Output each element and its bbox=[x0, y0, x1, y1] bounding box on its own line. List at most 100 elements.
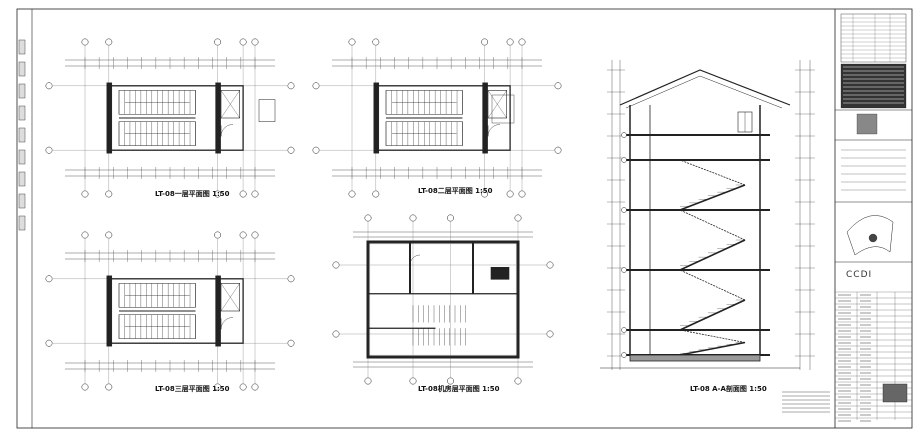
grid-bubble bbox=[447, 377, 454, 385]
grid-bubble bbox=[447, 214, 454, 222]
grid-bubble bbox=[506, 38, 514, 46]
level-marker bbox=[621, 132, 627, 138]
grid-bubble bbox=[251, 383, 259, 391]
grid-bubble bbox=[251, 190, 259, 198]
shaft-room bbox=[220, 283, 241, 312]
binding-strip-mark bbox=[18, 83, 26, 99]
equipment-block bbox=[490, 266, 510, 280]
grid-bubble bbox=[81, 231, 89, 239]
grid-bubble bbox=[105, 190, 113, 198]
stair-flight bbox=[679, 184, 746, 211]
foundation bbox=[629, 354, 761, 362]
shaft-room bbox=[220, 90, 241, 119]
stair-flight bbox=[679, 269, 746, 301]
grid-bubble bbox=[546, 330, 554, 338]
grid-bubble bbox=[105, 383, 113, 391]
binding-strip-mark bbox=[18, 149, 26, 165]
binding-strip-mark bbox=[18, 193, 26, 209]
door-swing bbox=[487, 124, 501, 137]
grid-bubble bbox=[518, 190, 526, 198]
stamp bbox=[856, 113, 878, 135]
grid-bubble bbox=[287, 339, 295, 347]
stair-flight bbox=[118, 314, 196, 339]
grid-bubble bbox=[372, 38, 380, 46]
stair-flight bbox=[679, 159, 746, 186]
binding-strip-mark bbox=[18, 215, 26, 231]
level-marker bbox=[621, 327, 627, 333]
stair-flight bbox=[385, 90, 463, 115]
grid-bubble bbox=[287, 82, 295, 90]
plan-title-floor-3: LT-08三层平面图 1:50 bbox=[155, 385, 230, 393]
grid-bubble bbox=[372, 190, 380, 198]
section-title: LT-08 A-A剖面图 1:50 bbox=[690, 385, 767, 393]
plan-title-floor-2: LT-08二层平面图 1:50 bbox=[418, 187, 493, 195]
level-marker bbox=[621, 267, 627, 273]
roof-line bbox=[619, 69, 791, 106]
door-swing bbox=[220, 124, 234, 137]
binding-strip-mark bbox=[18, 105, 26, 121]
stair-flight bbox=[118, 90, 196, 115]
signature-box bbox=[882, 383, 908, 403]
binding-strip-mark bbox=[18, 171, 26, 187]
grid-bubble bbox=[45, 275, 53, 283]
grid-bubble bbox=[518, 38, 526, 46]
grid-bubble bbox=[45, 82, 53, 90]
stair-flight bbox=[679, 209, 746, 241]
column bbox=[215, 82, 221, 154]
grid-bubble bbox=[81, 190, 89, 198]
grid-bubble bbox=[409, 214, 417, 222]
stair-flight bbox=[385, 121, 463, 146]
grid-bubble bbox=[81, 38, 89, 46]
grid-bubble bbox=[214, 383, 222, 391]
grid-bubble bbox=[214, 38, 222, 46]
grid-bubble bbox=[45, 339, 53, 347]
grid-bubble bbox=[287, 146, 295, 154]
title-block-logo: CCDI bbox=[846, 270, 873, 280]
grid-bubble bbox=[214, 231, 222, 239]
grid-bubble bbox=[214, 190, 222, 198]
grid-bubble bbox=[312, 146, 320, 154]
grid-bubble bbox=[287, 275, 295, 283]
plan-title-floor-1: LT-08一层平面图 1:50 bbox=[155, 190, 230, 198]
annex-room bbox=[258, 99, 276, 122]
level-marker bbox=[621, 207, 627, 213]
grid-bubble bbox=[514, 377, 522, 385]
stair-flight bbox=[679, 329, 746, 343]
grid-bubble bbox=[45, 146, 53, 154]
grid-bubble bbox=[554, 146, 562, 154]
grid-bubble bbox=[239, 38, 247, 46]
column bbox=[215, 275, 221, 347]
drawing-line bbox=[220, 90, 240, 119]
binding-strip-mark bbox=[18, 61, 26, 77]
grid-bubble bbox=[332, 330, 340, 338]
grid-bubble bbox=[546, 261, 554, 269]
grid-bubble bbox=[481, 190, 489, 198]
wall-hatch bbox=[368, 242, 518, 357]
key-plan-marker bbox=[868, 233, 878, 243]
grid-bubble bbox=[506, 190, 514, 198]
column bbox=[106, 275, 113, 347]
machine-room-wall bbox=[366, 240, 520, 359]
grid-bubble bbox=[348, 38, 356, 46]
grid-bubble bbox=[554, 82, 562, 90]
grid-bubble bbox=[251, 38, 259, 46]
grid-bubble bbox=[105, 38, 113, 46]
grid-bubble bbox=[332, 261, 340, 269]
grid-bubble bbox=[481, 38, 489, 46]
grid-bubble bbox=[81, 383, 89, 391]
binding-strip-mark bbox=[18, 127, 26, 143]
stair-flight bbox=[118, 121, 196, 146]
key-plan bbox=[846, 215, 894, 256]
stair-flight bbox=[679, 299, 746, 331]
grid-bubble bbox=[239, 383, 247, 391]
level-marker bbox=[621, 157, 627, 163]
grid-bubble bbox=[239, 231, 247, 239]
grid-bubble bbox=[364, 214, 372, 222]
door-swing bbox=[220, 317, 234, 330]
grid-bubble bbox=[514, 214, 522, 222]
drawing-line bbox=[220, 283, 240, 312]
grid-bubble bbox=[239, 190, 247, 198]
binding-strip-mark bbox=[18, 39, 26, 55]
